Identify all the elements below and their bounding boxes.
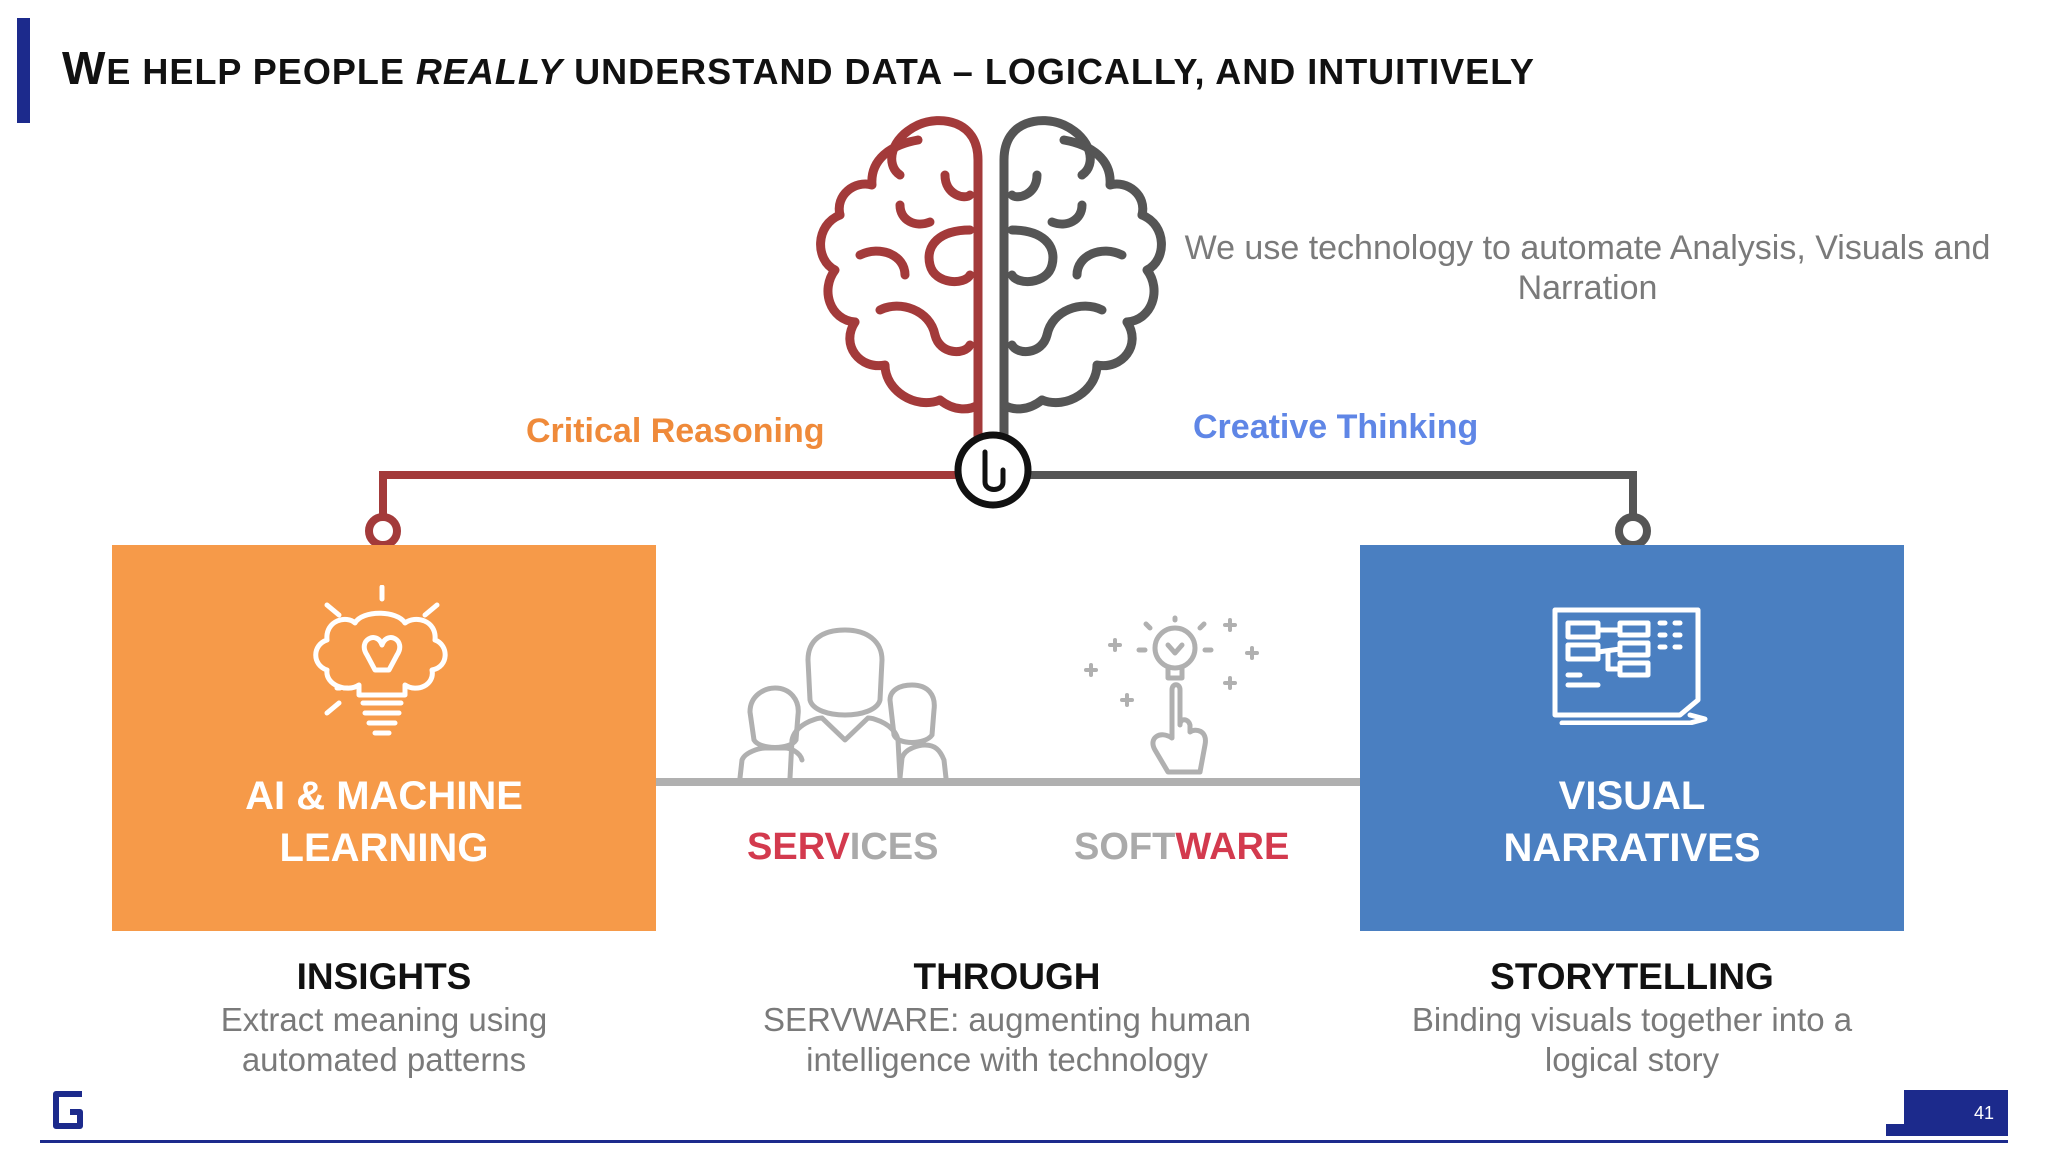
caption-storytelling-line-2: logical story [1544,1041,1720,1078]
presentation-board-icon [1552,607,1708,725]
hub-logo-icon [954,431,1032,509]
software-label: SOFTWARE [1074,826,1289,869]
ai-machine-learning-box: AI & MACHINE LEARNING [112,545,656,931]
tagline: We use technology to automate Analysis, … [1184,229,1991,307]
title-part-1: E HELP PEOPLE [106,51,416,92]
caption-through-line-1: SERVWARE: augmenting human [763,1001,1251,1038]
vis-title-line-1: VISUAL [1558,774,1706,818]
vis-title-line-2: NARRATIVES [1503,826,1761,870]
label-critical-reasoning: Critical Reasoning [526,412,825,450]
visual-narratives-box: VISUAL NARRATIVES [1360,545,1904,931]
visual-narratives-title: VISUAL NARRATIVES [1360,770,1904,874]
services-label-red: SERV [747,826,850,868]
caption-storytelling-line-1: Binding visuals together into a [1411,1001,1853,1038]
title-emphasis: REALLY [415,51,564,92]
brain-right-hemisphere-icon [999,116,1166,443]
page-title: WE HELP PEOPLE REALLY UNDERSTAND DATA – … [62,38,1535,102]
title-part-2: UNDERSTAND DATA – LOGICALLY, AND INTUITI… [563,51,1535,92]
caption-through-line-2: intelligence with technology [806,1041,1208,1078]
title-part-1-initial: W [62,42,107,94]
footer-line [40,1140,2008,1143]
lightbulb-brain-icon [313,585,448,736]
caption-through: THROUGH SERVWARE: augmenting human intel… [697,954,1317,1080]
title-accent-bar [17,18,30,123]
ai-title-line-2: LEARNING [279,826,489,870]
caption-insights-line-2: automated patterns [241,1041,527,1078]
software-label-red: WARE [1175,826,1290,868]
caption-insights-line-1: Extract meaning using [220,1001,548,1038]
ai-machine-learning-title: AI & MACHINE LEARNING [112,770,656,874]
services-label-gray: ICES [849,826,939,868]
caption-insights-heading: INSIGHTS [296,956,472,997]
caption-storytelling: STORYTELLING Binding visuals together in… [1322,954,1942,1080]
caption-through-heading: THROUGH [913,956,1101,997]
caption-insights: INSIGHTS Extract meaning using automated… [74,954,694,1080]
services-label: SERVICES [747,826,939,869]
page-number-notch [1886,1124,1906,1136]
brain-left-hemisphere-icon [816,116,983,443]
ai-title-line-1: AI & MACHINE [245,774,523,818]
software-label-gray: SOFT [1074,826,1176,868]
label-creative-thinking: Creative Thinking [1193,408,1479,446]
company-logo-icon [53,1091,83,1129]
caption-storytelling-heading: STORYTELLING [1490,956,1774,997]
page-number: 41 [1904,1090,2008,1136]
